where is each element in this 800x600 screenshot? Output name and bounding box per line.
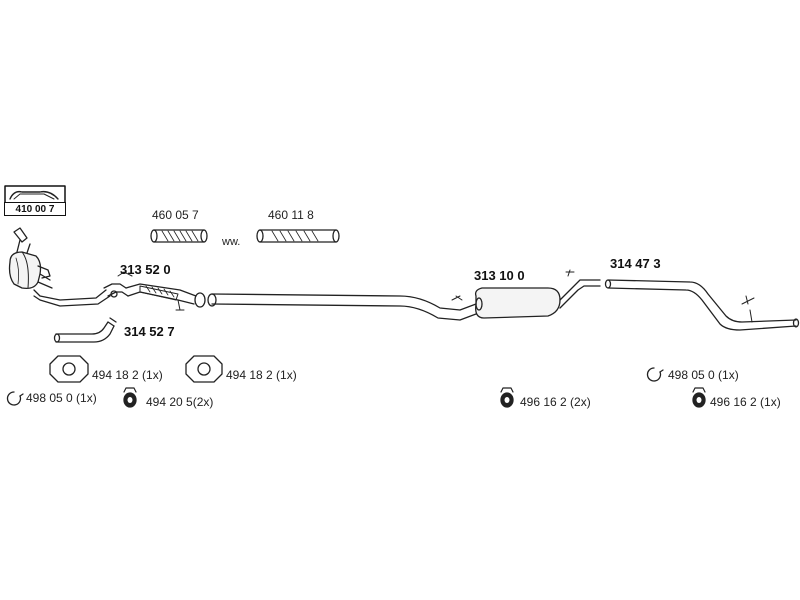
part-label-bypass-pipe: 314 52 7 [124,324,175,339]
part-label-rear-pipe: 314 47 3 [610,256,661,271]
front-pipe [103,271,197,311]
flex-pipe-a [150,229,208,243]
gasket-icon-1 [49,355,89,383]
hardware-label-hanger-rear: 496 16 2 (1x) [710,395,781,409]
part-label-flex-b: 460 11 8 [268,208,314,222]
catalytic-converter [8,227,111,307]
rear-pipe [604,279,800,331]
bypass-pipe [53,317,117,343]
hardware-label-gasket-2: 494 18 2 (1x) [226,368,297,382]
clamp-icon-front [6,391,24,406]
part-label-catalyst: 410 00 7 [4,202,66,216]
catalyst-box-icon [4,185,66,204]
part-label-flex-a: 460 05 7 [152,208,199,222]
flex-pipe-b [256,229,340,243]
hardware-label-gasket-1: 494 18 2 (1x) [92,368,163,382]
hanger-icon-rear [692,387,706,408]
hardware-label-hanger-front: 494 20 5(2x) [146,395,213,409]
hardware-label-clamp-rear: 498 05 0 (1x) [668,368,739,382]
intermediate-pipe [211,293,477,321]
part-label-front-pipe: 313 52 0 [120,262,171,277]
middle-silencer [451,269,601,319]
hardware-label-hanger-front-qty: (2x) [192,395,214,409]
hanger-icon-mid [500,387,514,408]
part-label-middle-silencer: 313 10 0 [474,268,525,283]
flex-separator: ww. [222,236,241,248]
hardware-label-clamp-front: 498 05 0 (1x) [26,391,97,405]
clamp-icon-rear [646,367,664,382]
hardware-label-hanger-mid: 496 16 2 (2x) [520,395,591,409]
gasket-icon-2 [185,355,223,383]
hardware-label-hanger-front-part: 494 20 5 [146,395,193,409]
pipe-connector [194,292,217,308]
hanger-icon-front [123,387,137,408]
